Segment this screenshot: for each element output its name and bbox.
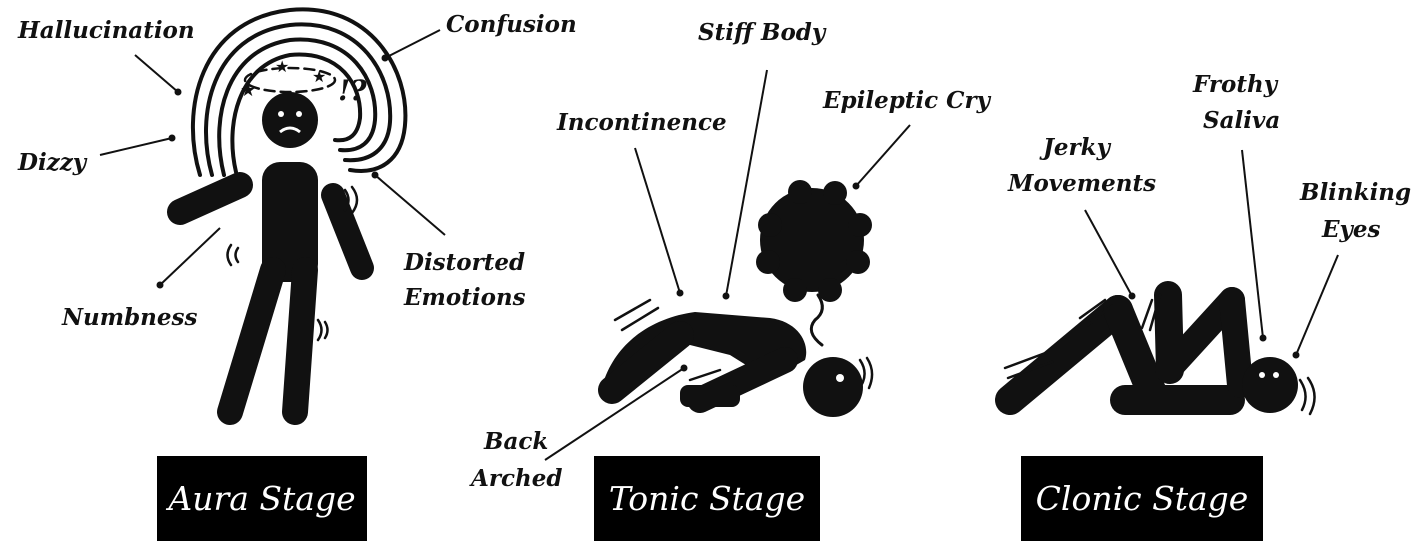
label-saliva: Saliva xyxy=(1203,107,1280,134)
label-incontinence: Incontinence xyxy=(556,109,727,136)
exclamation-question-symbol: !? xyxy=(338,74,367,107)
label-back: Back xyxy=(483,428,548,455)
label-blinking: Blinking xyxy=(1299,179,1411,206)
label-confusion: Confusion xyxy=(446,11,577,38)
aura-head xyxy=(262,92,318,148)
label-emotions: Emotions xyxy=(403,284,526,311)
tonic-stage-group: Stiff Body Incontinence Epileptic Cry Ba… xyxy=(469,19,992,541)
label-hallucination: Hallucination xyxy=(17,17,195,44)
aura-stage-group: ★ ★ ★ !? Hallucination Confusion Dizzy xyxy=(17,9,577,541)
aura-figure xyxy=(180,162,362,412)
clonic-stage-group: Jerky Movements Frothy Saliva Blinking E… xyxy=(1005,71,1411,541)
label-eyes: Eyes xyxy=(1321,216,1381,243)
tonic-head xyxy=(803,357,863,417)
clonic-head xyxy=(1242,357,1298,413)
svg-text:★: ★ xyxy=(275,57,289,76)
label-frothy: Frothy xyxy=(1192,71,1279,98)
label-dizzy: Dizzy xyxy=(17,149,88,176)
label-epileptic-cry: Epileptic Cry xyxy=(822,87,992,114)
svg-text:★: ★ xyxy=(240,80,256,101)
aura-stage-label: Aura Stage xyxy=(165,479,355,518)
label-numbness: Numbness xyxy=(61,304,197,331)
label-arched: Arched xyxy=(469,465,562,492)
label-movements: Movements xyxy=(1007,170,1156,197)
clonic-stage-label: Clonic Stage xyxy=(1036,479,1249,518)
label-jerky: Jerky xyxy=(1039,134,1112,161)
label-distorted: Distorted xyxy=(403,249,525,276)
svg-text:★: ★ xyxy=(312,67,326,86)
tonic-stage-label: Tonic Stage xyxy=(609,479,805,518)
tonic-figure xyxy=(600,312,863,417)
label-stiff-body: Stiff Body xyxy=(698,19,827,46)
